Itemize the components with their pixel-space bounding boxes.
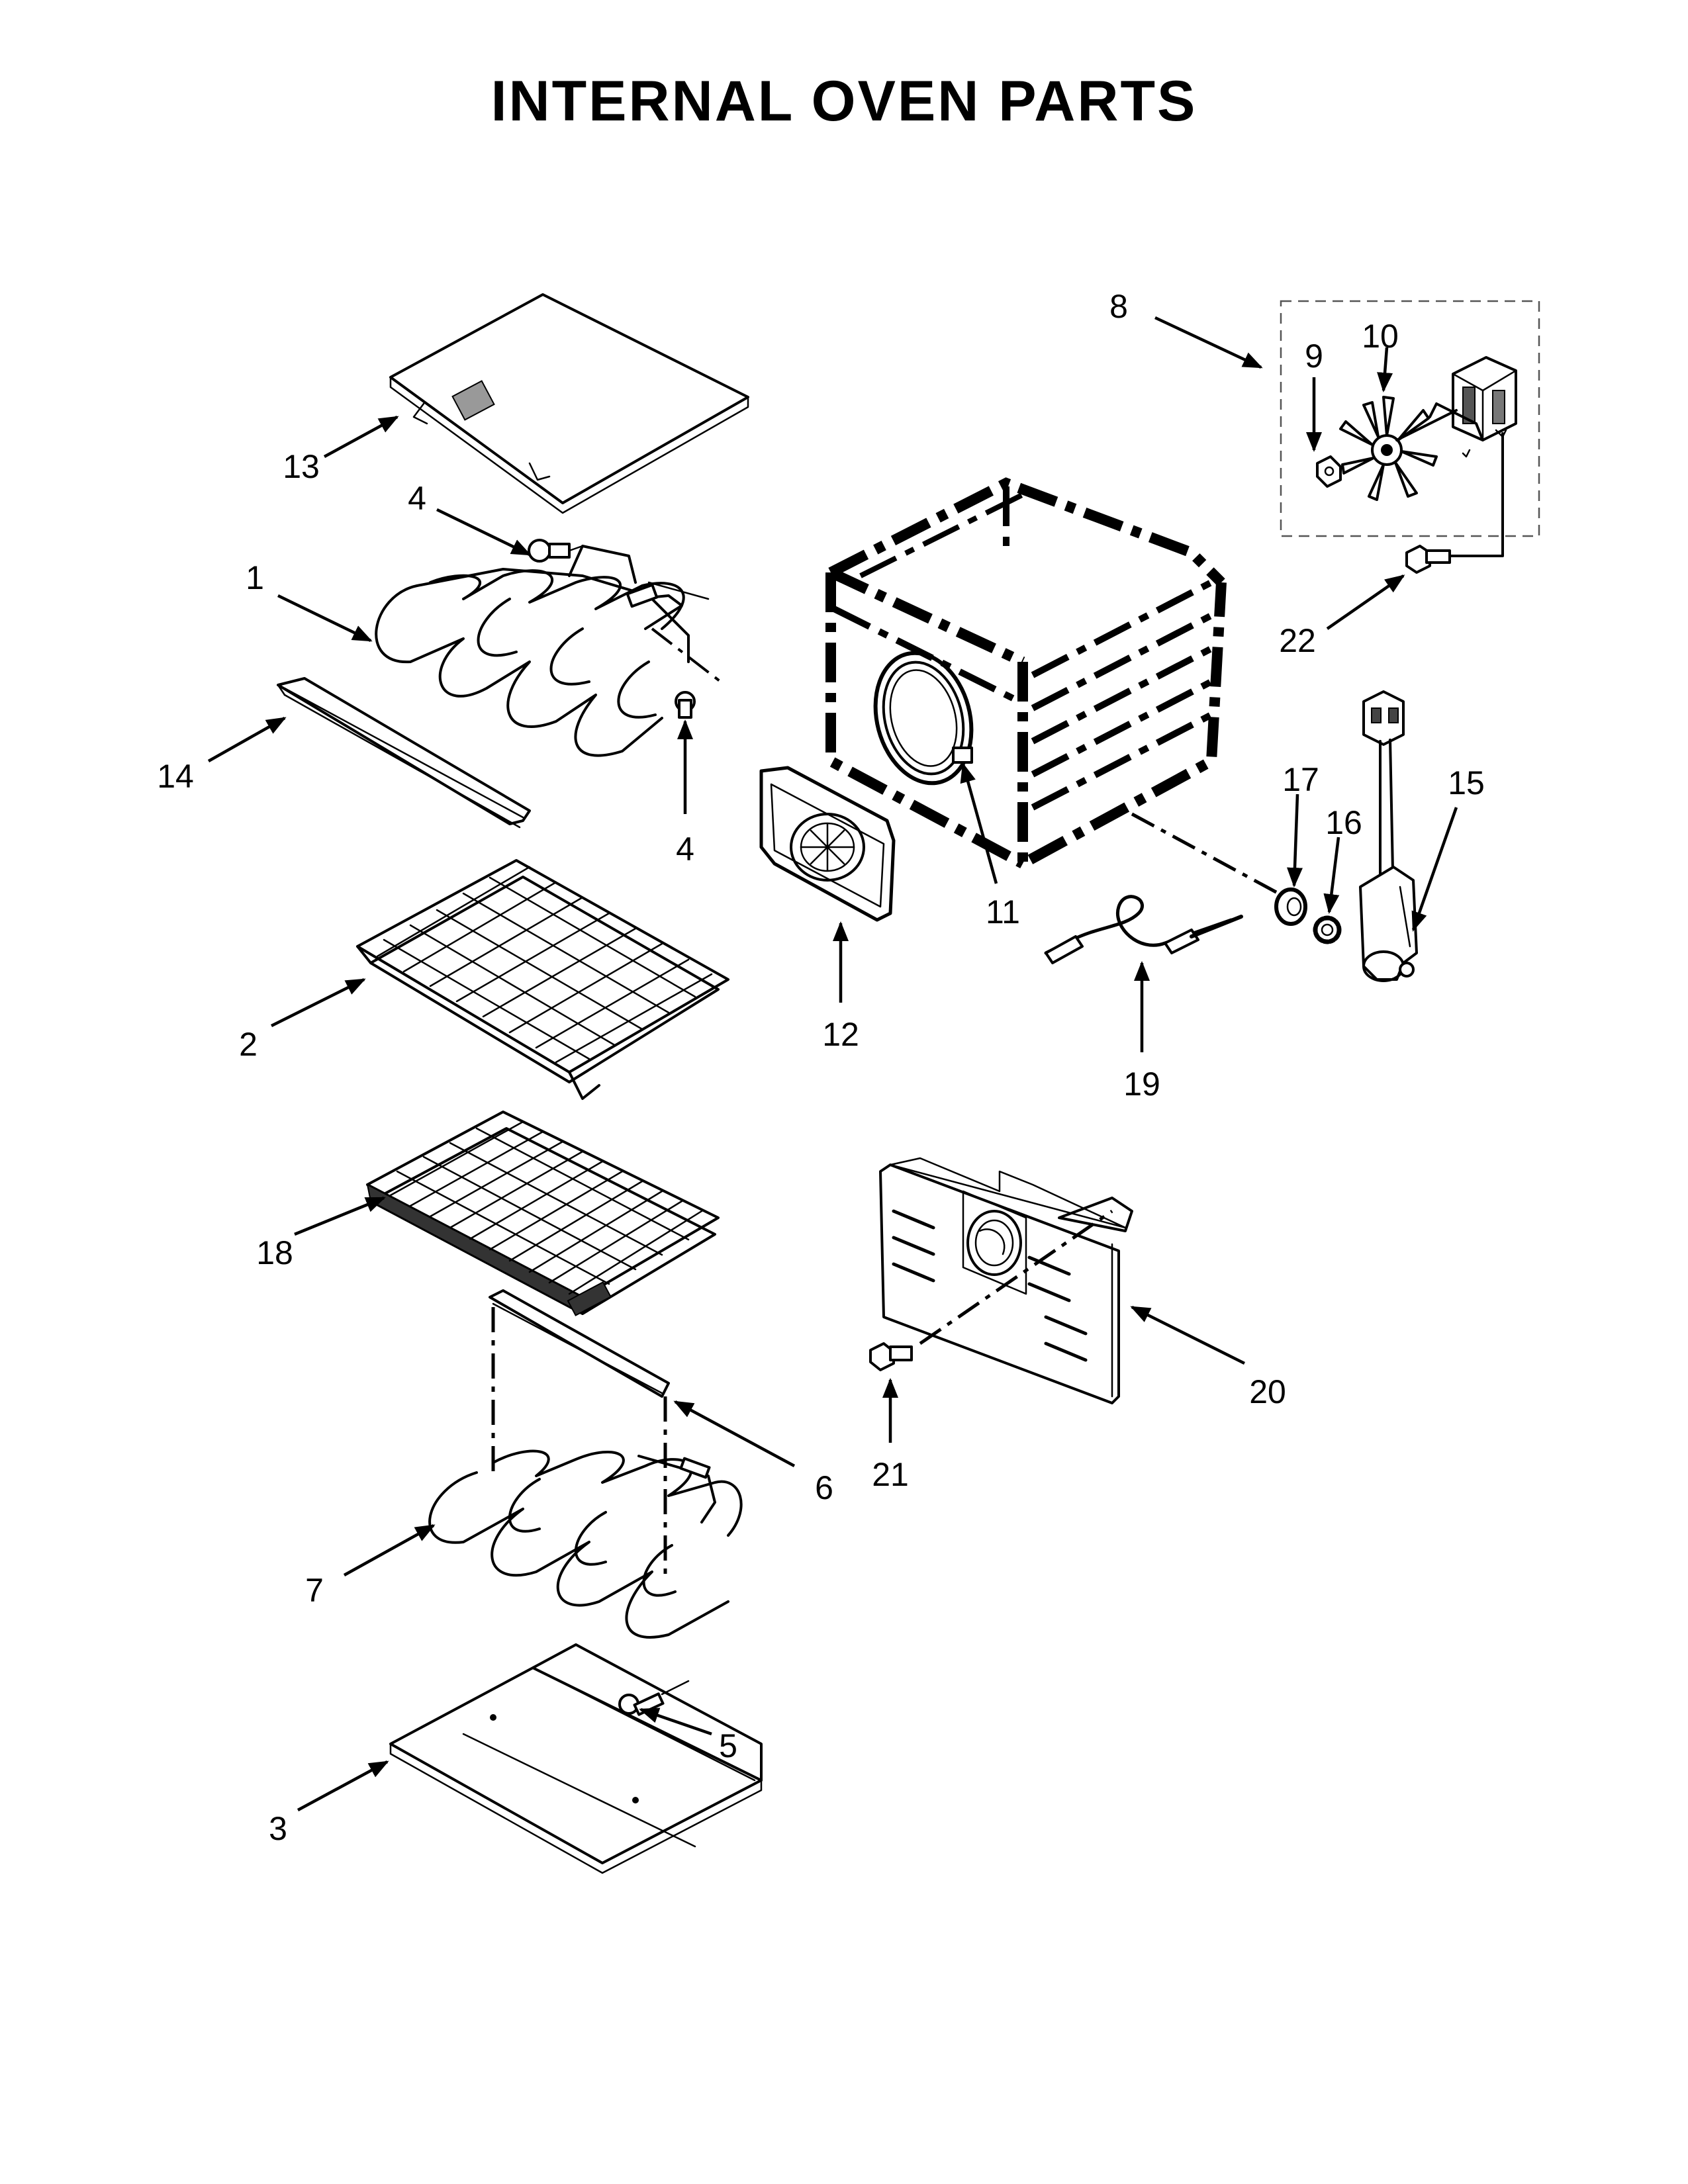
callout-1: 1 [246, 559, 264, 596]
callout-19: 19 [1123, 1066, 1160, 1103]
callout-11: 11 [986, 893, 1020, 931]
callout-17: 17 [1282, 761, 1319, 798]
callout-3: 3 [269, 1810, 287, 1847]
callout-numbers: 13 4 1 4 14 2 12 11 8 9 10 22 17 16 15 1… [157, 288, 1485, 1847]
part-1-upper-element [375, 545, 710, 757]
callout-6: 6 [815, 1469, 833, 1506]
callout-5: 5 [719, 1727, 737, 1764]
part-22-screw [1405, 545, 1451, 574]
part-15-sensor-bracket [1359, 690, 1418, 982]
callout-2: 2 [239, 1026, 258, 1063]
callout-12: 12 [822, 1016, 859, 1053]
part-4-screw-lower [651, 627, 726, 719]
part-12-fan-cover [759, 766, 896, 922]
callout-15: 15 [1448, 764, 1485, 801]
callout-7: 7 [305, 1572, 324, 1609]
part-18-sliding-rack [366, 1111, 720, 1316]
callout-21: 21 [872, 1456, 909, 1493]
callout-9: 9 [1305, 338, 1323, 375]
callout-16: 16 [1325, 804, 1362, 841]
part-10-fan-blade [1339, 396, 1438, 501]
part-9-nut [1316, 455, 1342, 488]
part-11-oven-cavity [825, 477, 1227, 873]
callout-13: 13 [283, 448, 320, 485]
callout-14: 14 [157, 758, 194, 795]
page-title: INTERNAL OVEN PARTS [491, 69, 1197, 133]
part-21-screw [869, 1342, 913, 1371]
callout-4-lower: 4 [676, 831, 694, 868]
part-20-rear-panel [879, 1157, 1133, 1404]
part-16-washer [1313, 915, 1342, 944]
part-8-assembly-box [1280, 300, 1540, 537]
part-7-lower-element [428, 1449, 743, 1639]
part-14-front-strip [277, 677, 531, 829]
part-17-nut [1274, 887, 1307, 926]
callout-8: 8 [1109, 288, 1128, 325]
part-8-fan-motor [1395, 356, 1517, 557]
callout-4-upper: 4 [408, 480, 426, 517]
part-13-top-cover [389, 293, 749, 514]
part-2-oven-rack [356, 859, 729, 1100]
part-3-bottom-panel [389, 1643, 763, 1874]
callout-10: 10 [1362, 318, 1399, 355]
part-19-meat-probe [1044, 895, 1243, 964]
part-4-screw-upper [528, 539, 600, 563]
callout-22: 22 [1279, 622, 1316, 659]
callout-leaders [207, 316, 1458, 1811]
part-6-lower-strip [489, 1289, 670, 1398]
callout-20: 20 [1249, 1373, 1286, 1410]
callout-18: 18 [256, 1234, 293, 1271]
